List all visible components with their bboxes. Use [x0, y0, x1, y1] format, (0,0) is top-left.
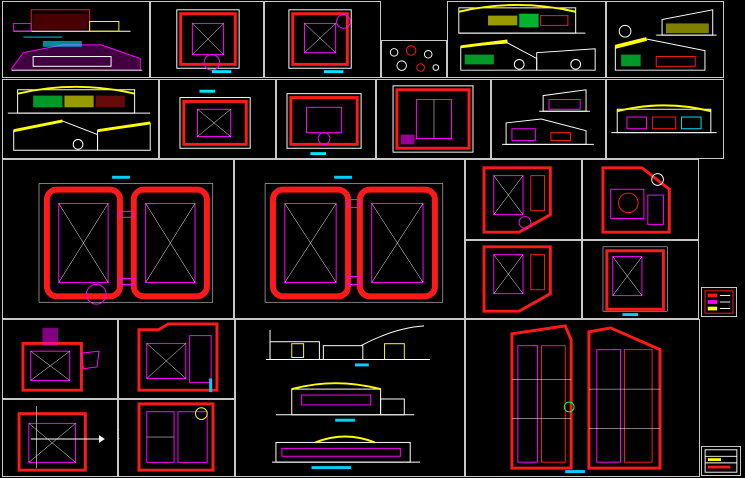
floor-plan-drawing: [602, 246, 668, 317]
sheet-plan-pair-25[interactable]: [465, 319, 700, 477]
elevation-drawing: [11, 9, 143, 71]
elevation-drawing: [458, 4, 596, 71]
sheet-plan-20[interactable]: [2, 319, 118, 399]
floor-plan-pair-drawing: [38, 175, 214, 305]
sheet-plan-3[interactable]: [264, 1, 381, 78]
sheet-section-11[interactable]: [491, 79, 606, 159]
floor-plan-pair-drawing: [510, 324, 662, 474]
sheet-title-block-26[interactable]: [701, 446, 741, 476]
sheet-plan-22[interactable]: [2, 399, 118, 477]
floor-plan-drawing: [179, 89, 251, 149]
sheet-elevation-5[interactable]: [447, 1, 606, 78]
floor-plan-drawing: [482, 166, 552, 234]
floor-plan-drawing: [17, 405, 105, 472]
sheet-plan-18[interactable]: [582, 240, 699, 319]
floor-plan-drawing: [137, 322, 219, 393]
elevation-drawing: [611, 104, 717, 134]
floor-plan-pair-drawing: [264, 175, 444, 303]
sheet-plan-9[interactable]: [276, 79, 376, 159]
sheet-plan-17[interactable]: [465, 240, 582, 319]
floor-plan-drawing: [21, 327, 100, 392]
elevation-drawing: [7, 85, 151, 151]
sheet-plan-pair-14[interactable]: [234, 159, 465, 319]
axis-marker-x: X: [119, 428, 120, 443]
floor-plan-drawing: [286, 93, 362, 156]
floor-plan-drawing: [392, 85, 474, 153]
floor-plan-drawing: [176, 9, 240, 74]
sheet-plan-2[interactable]: [150, 1, 264, 78]
detail-drawing: [389, 45, 440, 72]
sheet-detail-4[interactable]: [381, 40, 447, 78]
floor-plan-drawing: [137, 402, 215, 472]
sheet-elevation-6[interactable]: [606, 1, 724, 78]
sheet-plan-pair-13[interactable]: [2, 159, 234, 319]
sheet-plan-10[interactable]: [376, 79, 491, 159]
sheet-plan-16[interactable]: [582, 159, 699, 240]
sheet-plan-21[interactable]: [118, 319, 235, 399]
sheet-elevation-12[interactable]: [606, 79, 724, 159]
section-elevation-drawing: [266, 325, 430, 470]
sheet-plan-8[interactable]: [159, 79, 276, 159]
sheet-elevation-7[interactable]: [2, 79, 159, 159]
title-block-drawing: [704, 449, 738, 473]
sheet-elevation-1[interactable]: [2, 1, 150, 78]
floor-plan-drawing: [601, 166, 671, 234]
section-drawing: [502, 89, 594, 145]
sheet-legend-19[interactable]: [701, 287, 737, 317]
floor-plan-drawing: [482, 245, 552, 313]
elevation-drawing: [614, 9, 717, 71]
legend-drawing: [704, 290, 734, 314]
floor-plan-drawing: [288, 9, 352, 74]
sheet-plan-23[interactable]: X: [118, 399, 235, 477]
sheet-plan-15[interactable]: [465, 159, 582, 240]
sheet-section-24[interactable]: [235, 319, 465, 477]
